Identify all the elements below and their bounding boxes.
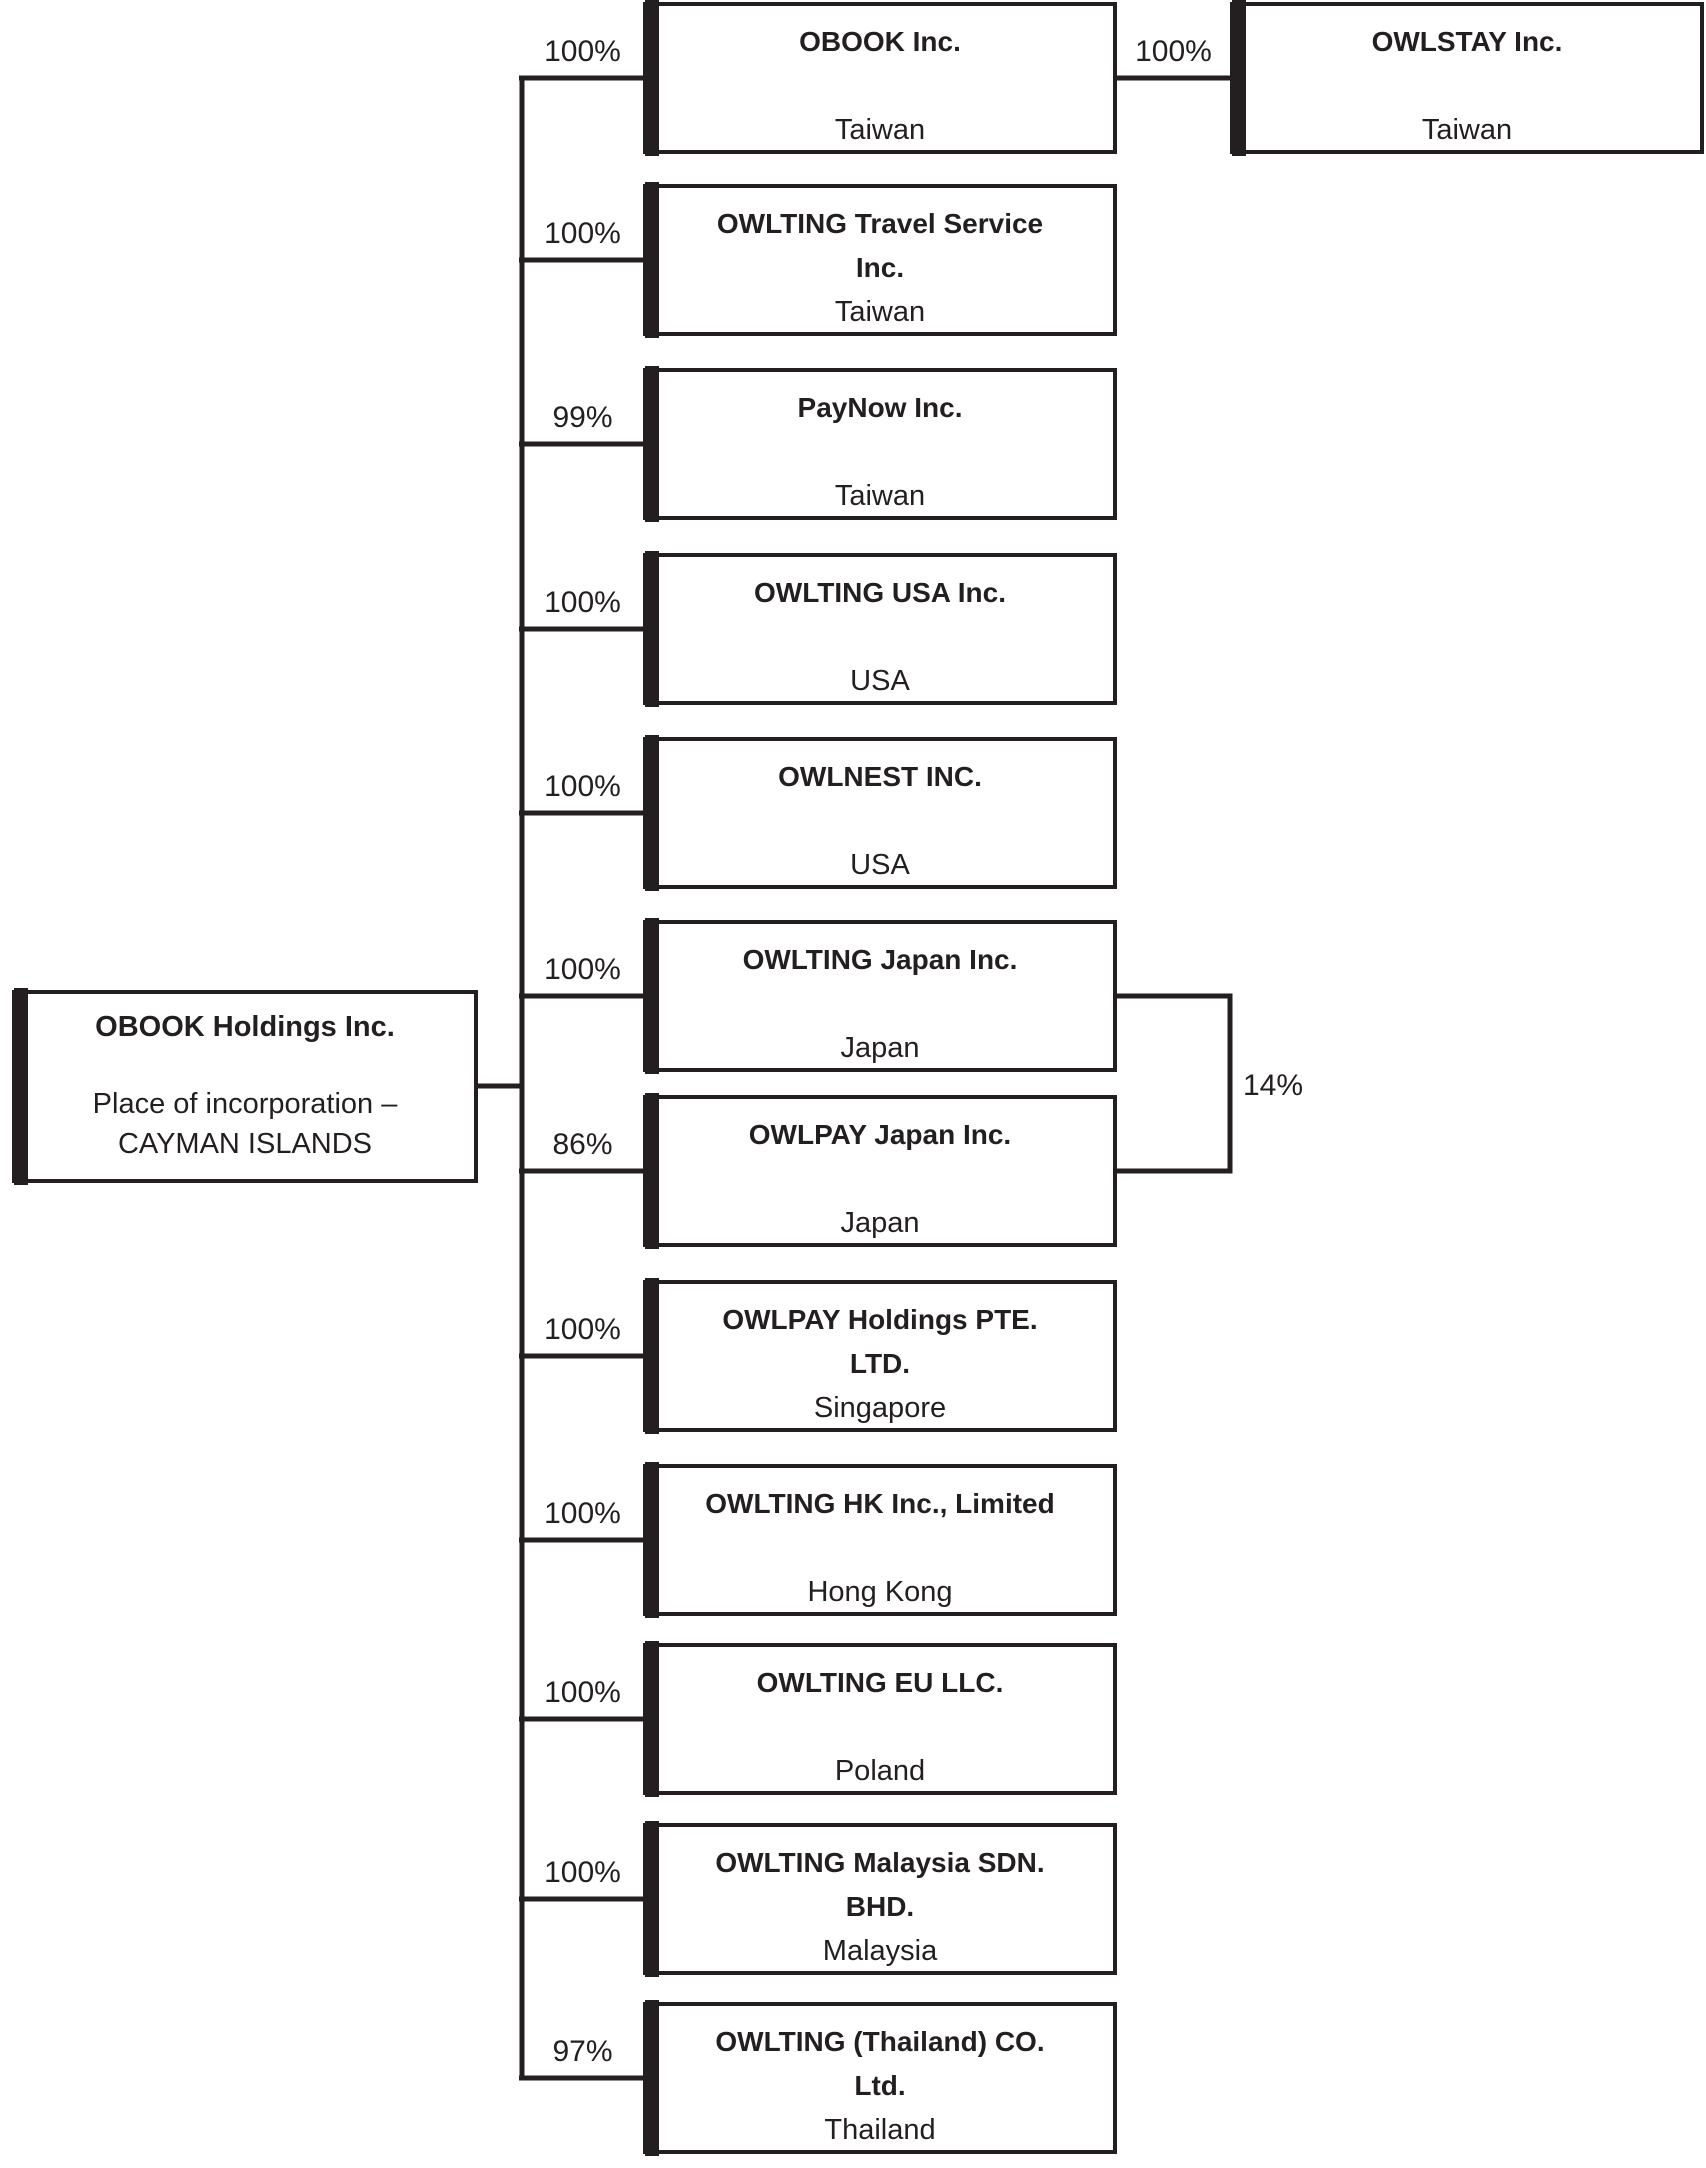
org-box-owlting-hk: OWLTING HK Inc., Limited Hong Kong <box>643 1462 1117 1618</box>
company-name: OWLTING (Thailand) CO. Ltd. <box>715 2026 1045 2101</box>
org-box-obook-inc: OBOOK Inc. Taiwan <box>643 0 1117 156</box>
company-name: PayNow Inc. <box>797 392 963 423</box>
company-country: Hong Kong <box>807 1576 953 1608</box>
company-country: Taiwan <box>834 296 926 328</box>
company-country: Poland <box>834 1755 926 1787</box>
company-country: USA <box>850 665 910 697</box>
incorporation-line: Place of incorporation – <box>92 1088 398 1120</box>
ownership-label: 100% <box>544 35 621 68</box>
company-name: OWLTING Malaysia SDN. BHD. <box>715 1847 1045 1922</box>
org-box-owlting-japan: OWLTING Japan Inc. Japan <box>643 918 1117 1074</box>
company-country: Japan <box>840 1032 920 1064</box>
company-name: OWLPAY Japan Inc. <box>748 1119 1012 1150</box>
ownership-label: 99% <box>552 401 613 434</box>
ownership-label: 100% <box>544 1497 621 1530</box>
company-country: USA <box>850 849 910 881</box>
ownership-label: 100% <box>544 1856 621 1889</box>
ownership-label: 100% <box>544 1676 621 1709</box>
org-box-owlting-thailand: OWLTING (Thailand) CO. Ltd. Thailand <box>643 2000 1117 2156</box>
org-box-paynow: PayNow Inc. Taiwan <box>643 366 1117 522</box>
company-name: OWLTING Travel Service Inc. <box>716 208 1044 283</box>
ownership-label-cross-holding: 14% <box>1243 1069 1304 1102</box>
org-box-root: OBOOK Holdings Inc. Place of incorporati… <box>12 988 478 1185</box>
company-country: Taiwan <box>834 480 926 512</box>
org-box-owlnest: OWLNEST INC. USA <box>643 735 1117 891</box>
company-country: Taiwan <box>834 114 926 146</box>
org-box-owlting-malaysia: OWLTING Malaysia SDN. BHD. Malaysia <box>643 1821 1117 1977</box>
company-country: Malaysia <box>822 1935 938 1967</box>
ownership-label: 100% <box>544 953 621 986</box>
company-name: OBOOK Holdings Inc. <box>95 1011 395 1043</box>
company-name: OWLTING Japan Inc. <box>742 944 1018 975</box>
org-box-owlpay-japan: OWLPAY Japan Inc. Japan <box>643 1093 1117 1249</box>
company-name: OWLTING HK Inc., Limited <box>705 1488 1055 1519</box>
ownership-label-owlstay: 100% <box>1135 35 1212 68</box>
ownership-label: 100% <box>544 217 621 250</box>
company-name: OBOOK Inc. <box>799 26 961 57</box>
org-box-owlstay: OWLSTAY Inc. Taiwan <box>1230 0 1704 156</box>
company-name: OWLSTAY Inc. <box>1371 26 1563 57</box>
ownership-label: 97% <box>552 2035 613 2068</box>
ownership-label: 100% <box>544 1313 621 1346</box>
company-country: Japan <box>840 1207 920 1239</box>
company-country: Thailand <box>824 2114 936 2146</box>
company-name: OWLPAY Holdings PTE. LTD. <box>722 1304 1038 1379</box>
org-box-owlting-travel: OWLTING Travel Service Inc. Taiwan <box>643 182 1117 338</box>
company-name: OWLTING USA Inc. <box>754 577 1006 608</box>
company-name: OWLNEST INC. <box>778 761 982 792</box>
company-country: Taiwan <box>1421 114 1513 146</box>
org-box-owlpay-holdings: OWLPAY Holdings PTE. LTD. Singapore <box>643 1278 1117 1434</box>
company-country: Singapore <box>813 1392 947 1424</box>
ownership-label: 86% <box>552 1128 613 1161</box>
org-box-owlting-usa: OWLTING USA Inc. USA <box>643 551 1117 707</box>
incorporation-place: CAYMAN ISLANDS <box>117 1128 373 1160</box>
ownership-label: 100% <box>544 586 621 619</box>
cross-ownership-bracket <box>1115 993 1233 1174</box>
org-box-owlting-eu: OWLTING EU LLC. Poland <box>643 1641 1117 1797</box>
ownership-label: 100% <box>544 770 621 803</box>
company-name: OWLTING EU LLC. <box>756 1667 1004 1698</box>
